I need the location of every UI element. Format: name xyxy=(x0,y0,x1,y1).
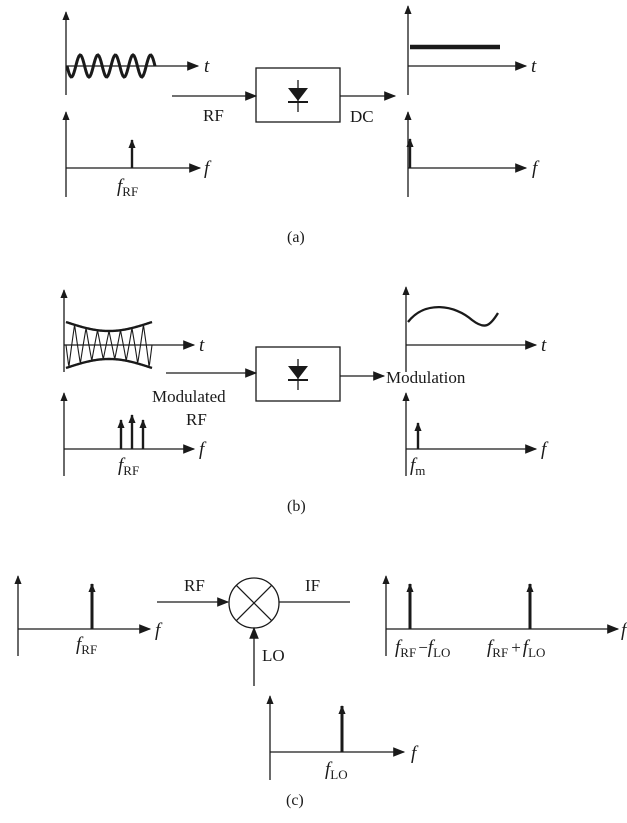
freq-axis-label: f xyxy=(532,158,540,179)
time-axis-label: t xyxy=(541,335,547,356)
freq-axis-label: f xyxy=(411,743,419,764)
am-envelope-lower xyxy=(65,357,153,370)
panel-a xyxy=(62,5,528,197)
diode-icon xyxy=(288,80,308,112)
rf-sine-wave xyxy=(65,53,157,79)
rf-frequency-label: fRF xyxy=(118,455,139,478)
freq-axis-label: f xyxy=(541,439,549,460)
time-axis-label: t xyxy=(199,335,205,356)
modulation-output-label: Modulation xyxy=(386,368,466,387)
rf-input-label: RF xyxy=(184,576,205,595)
if-output-label: IF xyxy=(305,576,320,595)
lo-input-label: LO xyxy=(262,646,285,665)
sum-frequency-label: fRF+fLO xyxy=(487,637,545,660)
dc-output-label: DC xyxy=(350,107,374,126)
caption-a: (a) xyxy=(287,229,305,246)
rf-input-label: RF xyxy=(203,106,224,125)
am-carrier-wave xyxy=(65,325,153,367)
freq-axis-label: f xyxy=(621,620,627,641)
caption-c: (c) xyxy=(286,792,304,809)
time-axis-label: t xyxy=(531,56,537,77)
lo-frequency-label: fLO xyxy=(325,759,348,782)
diode-detector-block xyxy=(255,67,341,123)
rf-frequency-label: fRF xyxy=(76,634,97,657)
freq-axis-label: f xyxy=(199,439,207,460)
panel-b xyxy=(60,286,538,476)
caption-b: (b) xyxy=(287,498,306,515)
freq-axis-label: f xyxy=(155,620,163,641)
freq-axis-label: f xyxy=(204,158,212,179)
diode-icon xyxy=(288,359,308,390)
mixer-cross-icon xyxy=(235,584,273,622)
modulated-rf-label: Modulated xyxy=(152,387,226,406)
diode-detector-block xyxy=(255,346,341,402)
modulated-rf-label: RF xyxy=(186,410,207,429)
rf-frequency-label: fRF xyxy=(117,176,138,199)
demodulated-baseband-curve xyxy=(407,306,499,327)
panel-c xyxy=(14,575,620,780)
time-axis-label: t xyxy=(204,56,210,77)
am-envelope-upper xyxy=(65,320,153,333)
modulation-frequency-label: fm xyxy=(410,455,425,478)
difference-frequency-label: fRF−fLO xyxy=(395,637,450,660)
